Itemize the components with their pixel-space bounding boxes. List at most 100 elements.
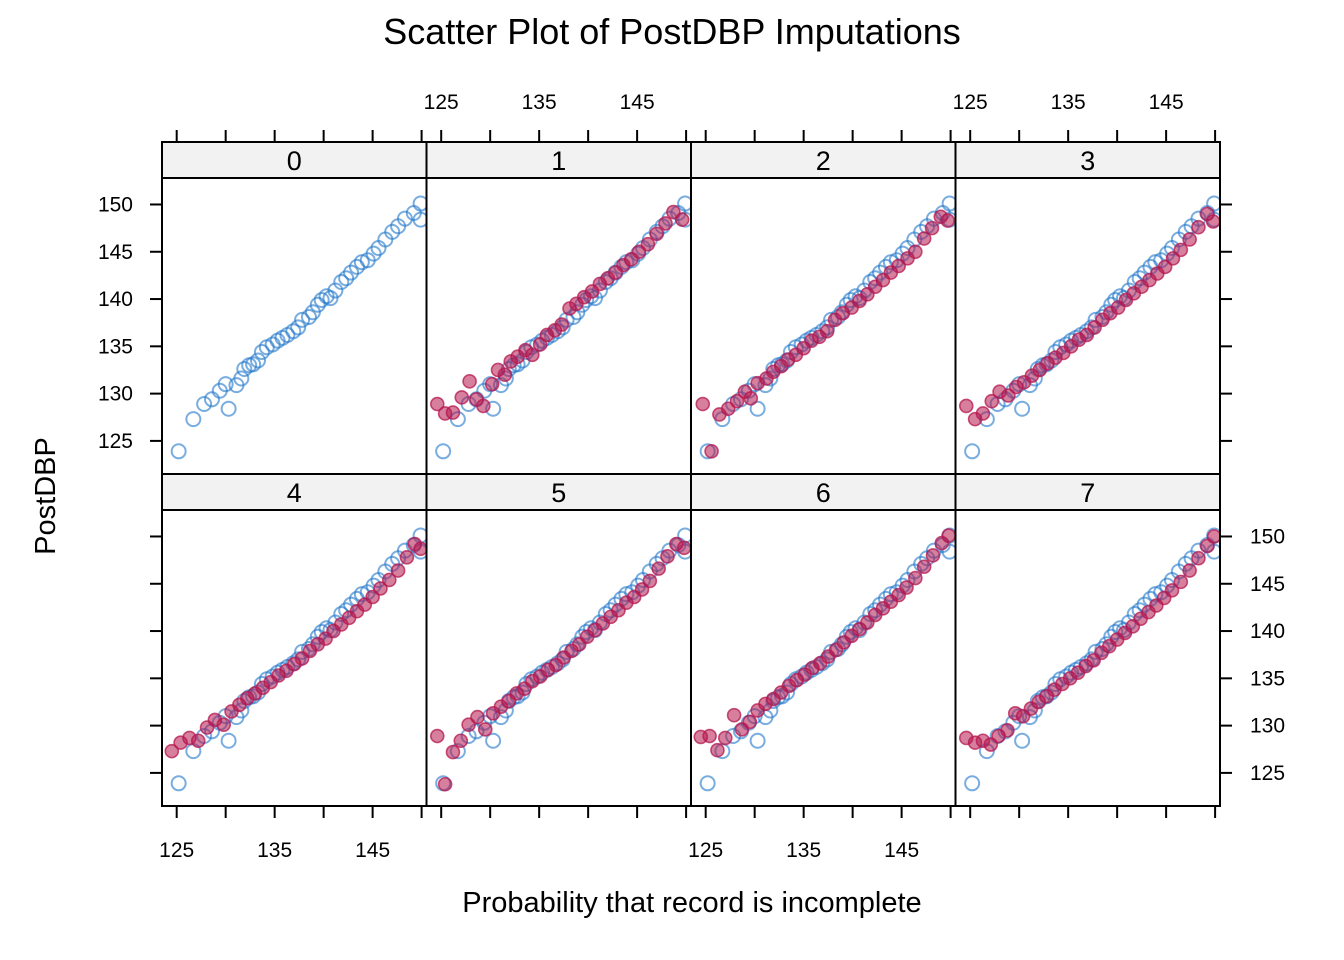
observed-point (294, 311, 311, 328)
panel-points (429, 527, 691, 792)
x-tick-label: 125 (953, 91, 988, 114)
observed-point (749, 732, 766, 749)
panel-3: 3 (954, 141, 1221, 475)
imputed-point (649, 226, 665, 242)
imputed-point (390, 563, 406, 578)
panel-strip-label: 1 (551, 146, 566, 176)
observed-point (1014, 732, 1031, 749)
imputed-point (216, 717, 232, 732)
observed-point (285, 323, 302, 340)
observed-point (412, 195, 427, 212)
observed-point (233, 370, 250, 387)
imputed-point (477, 722, 493, 737)
imputed-point (554, 317, 569, 332)
imputed-point (676, 540, 691, 556)
panel-border (954, 141, 1221, 475)
imputed-point (726, 707, 742, 723)
panel-strip-label: 5 (551, 478, 566, 508)
observed-point (699, 775, 716, 792)
x-tick-label: 135 (522, 91, 557, 114)
observed-point (300, 309, 317, 326)
panel-strip (691, 142, 956, 178)
y-tick-label: 135 (1250, 667, 1285, 690)
observed-point (333, 274, 350, 291)
x-tick-label: 145 (1149, 91, 1184, 114)
imputed-point (717, 730, 733, 746)
imputed-point (1173, 574, 1189, 590)
panel-7: 7 (954, 473, 1221, 807)
y-tick-label: 150 (1250, 525, 1285, 548)
panel-0: 0 (161, 141, 428, 475)
panel-strip (426, 142, 691, 178)
observed-point (217, 376, 234, 393)
panel-strip (691, 474, 956, 510)
x-tick-label: 145 (355, 839, 390, 862)
imputed-point (399, 549, 415, 565)
x-tick-label: 135 (1051, 91, 1086, 114)
x-tick-label: 125 (424, 91, 459, 114)
imputed-point (743, 391, 759, 406)
x-tick-label: 135 (257, 839, 292, 862)
imputed-point (484, 376, 500, 392)
y-tick-label: 140 (98, 288, 133, 311)
imputed-point (373, 581, 388, 596)
observed-point (749, 400, 766, 417)
imputed-point (925, 548, 941, 563)
imputed-point (710, 742, 725, 758)
observed-point (313, 291, 330, 308)
imputed-point (381, 572, 397, 588)
imputed-point (640, 236, 656, 252)
x-tick-label: 125 (159, 839, 194, 862)
imputed-point (462, 374, 477, 389)
imputed-point (924, 220, 940, 236)
imputed-point (1173, 242, 1189, 258)
panel-strip-label: 4 (287, 478, 302, 508)
panel-border (690, 473, 957, 807)
x-tick-label: 135 (786, 839, 821, 862)
observed-point (236, 361, 253, 378)
panel-points (170, 195, 427, 460)
panel-border (425, 141, 692, 475)
imputed-point (476, 398, 491, 414)
imputed-point (470, 709, 485, 725)
panel-border (954, 473, 1221, 807)
observed-point (245, 356, 262, 373)
imputed-point (729, 393, 745, 409)
panel-points (958, 195, 1220, 460)
observed-point (185, 411, 202, 428)
imputed-point (958, 398, 974, 414)
imputed-point (651, 561, 666, 576)
imputed-point (975, 406, 991, 421)
imputed-point (453, 733, 469, 749)
imputed-point (445, 405, 461, 420)
y-tick-label: 130 (98, 383, 133, 406)
panel-points (695, 195, 956, 460)
imputed-point (1164, 583, 1180, 598)
observed-point (309, 296, 326, 313)
observed-point (1014, 400, 1031, 417)
panel-strip (955, 142, 1220, 178)
panel-strip (162, 474, 427, 510)
imputed-point (437, 776, 453, 792)
imputed-point (1182, 563, 1197, 578)
imputed-point (429, 396, 445, 412)
panel-strip (955, 474, 1220, 510)
imputed-point (908, 244, 923, 260)
y-tick-label: 125 (1250, 762, 1285, 785)
observed-point (964, 443, 981, 460)
observed-point (170, 443, 187, 460)
observed-point (485, 732, 502, 749)
panel-border (161, 473, 428, 807)
imputed-point (819, 323, 835, 339)
observed-point (435, 443, 452, 460)
observed-point (964, 775, 981, 792)
observed-point (196, 396, 213, 413)
imputed-point (429, 728, 445, 744)
imputed-point (1206, 529, 1220, 544)
imputed-point (908, 570, 923, 586)
panel-points (958, 527, 1220, 792)
panel-1: 1 (425, 141, 692, 475)
panel-strip-label: 7 (1080, 478, 1095, 508)
